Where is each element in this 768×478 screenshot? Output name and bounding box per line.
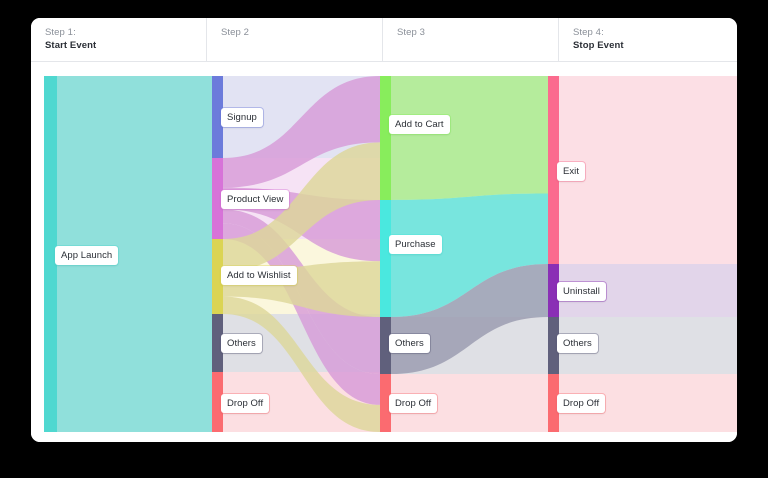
node-bar-s2_drop_off[interactable] (212, 372, 223, 432)
node-label-s3_add_to_cart[interactable]: Add to Cart (389, 115, 450, 134)
node-bar-s4_uninstall[interactable] (548, 264, 559, 317)
step-header-4: Step 4: Stop Event (559, 18, 737, 62)
step-header-title: Step 4: (573, 27, 604, 38)
node-bar-s3_drop_off[interactable] (380, 374, 391, 432)
flow-s2_product_view-to-s3_add_to_cart[interactable] (223, 76, 380, 188)
step-header-title: Step 1: (45, 27, 76, 38)
node-label-app_launch[interactable]: App Launch (55, 246, 119, 265)
flow-ribbons (57, 76, 548, 433)
node-label-s4_others[interactable]: Others (557, 334, 598, 353)
node-bar-s2_signup[interactable] (212, 76, 223, 158)
node-label-s2_product_view[interactable]: Product View (221, 190, 290, 209)
node-bar-app_launch[interactable] (44, 76, 57, 432)
flow-app_launch-to-s2_signup[interactable] (57, 76, 212, 158)
step-header-subtitle: Start Event (45, 40, 97, 51)
flow-s2_add_to_wishlist-to-s3_drop_off[interactable] (223, 296, 380, 433)
node-label-s3_drop_off[interactable]: Drop Off (389, 394, 438, 413)
step-header-row: Step 1: Start Event Step 2 Step 3 Step 4: Sto… (31, 18, 737, 62)
node-bar-s3_purchase[interactable] (380, 200, 391, 317)
node-bar-s2_add_to_wishlist[interactable] (212, 239, 223, 314)
node-bar-s2_product_view[interactable] (212, 158, 223, 239)
node-bar-s4_drop_off[interactable] (548, 374, 559, 432)
node-bar-s4_others[interactable] (548, 317, 559, 374)
node-bar-s4_exit[interactable] (548, 76, 559, 264)
node-bar-s3_others[interactable] (380, 317, 391, 374)
node-label-s4_drop_off[interactable]: Drop Off (557, 394, 606, 413)
node-label-s2_drop_off[interactable]: Drop Off (221, 394, 270, 413)
step-header-title: Step 2 (221, 27, 250, 38)
step-header-3: Step 3 (383, 18, 559, 62)
step-header-title: Step 3 (397, 27, 426, 38)
step-header-subtitle: Stop Event (573, 40, 624, 51)
flow-s3_others-to-s4_uninstall[interactable] (391, 264, 548, 374)
node-bar-s2_others[interactable] (212, 314, 223, 372)
node-label-s2_add_to_wishlist[interactable]: Add to Wishlist (221, 266, 297, 285)
sankey-card: Step 1: Start Event Step 2 Step 3 Step 4: Sto… (31, 18, 737, 442)
node-label-s3_purchase[interactable]: Purchase (389, 235, 442, 254)
flow-s2_product_view-to-s3_drop_off[interactable] (223, 223, 380, 405)
node-band-s4_exit (559, 76, 737, 264)
node-label-s4_exit[interactable]: Exit (557, 162, 586, 181)
flow-s3_purchase-to-s4_exit[interactable] (391, 193, 548, 318)
node-bar-s3_add_to_cart[interactable] (380, 76, 391, 200)
node-label-s3_others[interactable]: Others (389, 334, 430, 353)
step-header-2: Step 2 (207, 18, 383, 62)
node-label-s2_signup[interactable]: Signup (221, 108, 263, 127)
flow-app_launch-to-s2_others[interactable] (57, 314, 212, 372)
step-header-1: Step 1: Start Event (31, 18, 207, 62)
node-label-s2_others[interactable]: Others (221, 334, 262, 353)
node-label-s4_uninstall[interactable]: Uninstall (557, 282, 606, 301)
flow-s2_add_to_wishlist-to-s3_add_to_cart[interactable] (223, 142, 380, 272)
flow-app_launch-to-s2_drop_off[interactable] (57, 372, 212, 432)
flow-s3_add_to_cart-to-s4_exit[interactable] (391, 76, 548, 200)
flow-app_launch-to-s2_product_view[interactable] (57, 158, 212, 239)
